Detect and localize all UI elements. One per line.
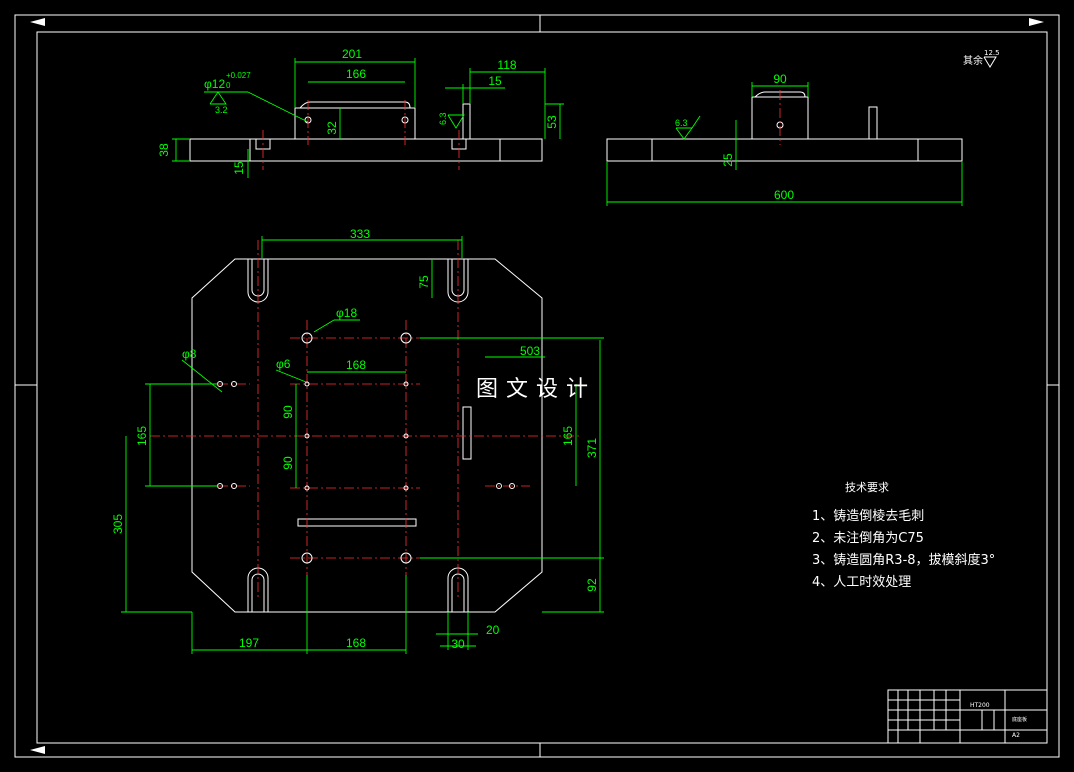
dim-phi8: φ8 bbox=[182, 347, 197, 361]
tolerance-lower: 0 bbox=[226, 81, 231, 90]
title-block: HT200 底座板 A2 bbox=[887, 689, 1048, 744]
dim-side-600: 600 bbox=[774, 188, 794, 202]
tech-note-3: 3、铸造圆角R3-8，拔模斜度3° bbox=[812, 552, 995, 568]
dim-166: 166 bbox=[346, 67, 366, 81]
title-material: HT200 bbox=[970, 702, 990, 709]
dim-201: 201 bbox=[342, 47, 362, 61]
dim-75: 75 bbox=[417, 275, 431, 289]
dim-333: 333 bbox=[350, 227, 370, 241]
tech-note-4: 4、人工时效处理 bbox=[812, 575, 911, 590]
dim-503: 503 bbox=[520, 344, 540, 358]
technical-requirements: 技术要求 1、铸造倒棱去毛刺 2、未注倒角为C75 3、铸造圆角R3-8，拔模斜… bbox=[812, 481, 995, 590]
title-part-name: 底座板 bbox=[1012, 716, 1027, 723]
roughness-6-3-b: 6.3 bbox=[675, 118, 688, 128]
dim-168-top: 168 bbox=[346, 358, 366, 372]
hole-diameter-label: φ12 bbox=[204, 77, 225, 91]
dim-53: 53 bbox=[545, 115, 559, 129]
rest-label: 其余 bbox=[963, 54, 983, 67]
roughness-6-3-a: 6.3 bbox=[438, 112, 448, 125]
dim-side-90: 90 bbox=[773, 72, 787, 86]
side-elevation-view: 90 25 600 6.3 bbox=[606, 72, 963, 206]
dim-15b: 15 bbox=[232, 161, 246, 175]
dim-90-upper: 90 bbox=[281, 405, 295, 419]
dim-168-bottom: 168 bbox=[346, 636, 366, 650]
dim-30: 30 bbox=[451, 637, 465, 651]
tech-note-2: 2、未注倒角为C75 bbox=[812, 531, 924, 546]
dim-phi18: φ18 bbox=[336, 306, 357, 320]
surface-finish-note: 其余 12.5 bbox=[963, 49, 1000, 68]
watermark-text: 图文设计 bbox=[476, 377, 596, 402]
dim-90-lower: 90 bbox=[281, 456, 295, 470]
dim-phi6: φ6 bbox=[276, 357, 291, 371]
dim-side-25: 25 bbox=[721, 153, 735, 167]
rest-roughness: 12.5 bbox=[984, 49, 1000, 57]
dim-20: 20 bbox=[486, 623, 500, 637]
dim-15a: 15 bbox=[488, 74, 502, 88]
tolerance-upper: +0.027 bbox=[226, 71, 251, 80]
dim-92: 92 bbox=[585, 578, 599, 592]
dim-38: 38 bbox=[157, 143, 171, 157]
tech-note-1: 1、铸造倒棱去毛刺 bbox=[812, 508, 924, 524]
sheet-border bbox=[14, 14, 1060, 758]
dim-118: 118 bbox=[497, 58, 516, 72]
dim-371: 371 bbox=[585, 438, 599, 458]
dim-165-left: 165 bbox=[135, 426, 149, 446]
tech-notes-title: 技术要求 bbox=[845, 481, 889, 494]
dim-32: 32 bbox=[325, 121, 339, 135]
front-elevation-view: 201 166 118 15 53 32 38 15 φ12 +0.027 0 … bbox=[157, 47, 564, 178]
title-sheet-size: A2 bbox=[1012, 732, 1020, 739]
plan-view: 333 75 φ18 φ8 φ6 168 503 90 90 165 165 3… bbox=[111, 227, 604, 654]
roughness-3-2: 3.2 bbox=[215, 105, 228, 115]
dim-305: 305 bbox=[111, 514, 125, 534]
dim-165-right: 165 bbox=[561, 426, 575, 446]
dim-197: 197 bbox=[239, 636, 259, 650]
